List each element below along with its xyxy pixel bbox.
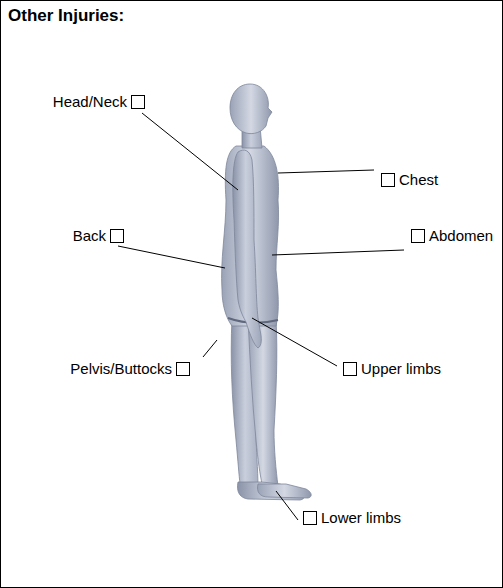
checkbox [304, 512, 317, 525]
checkbox [412, 230, 425, 243]
leader-line [118, 246, 225, 268]
leader-line [278, 170, 374, 173]
leader-line [142, 113, 238, 190]
body-region-label: Lower limbs [320, 509, 402, 527]
checkbox [132, 96, 145, 109]
checkbox [177, 363, 190, 376]
body-region-label: Chest [398, 171, 439, 189]
body-region-label: Upper limbs [360, 360, 442, 378]
leader-line [203, 340, 217, 357]
checkbox [382, 174, 395, 187]
body-region-label: Back [72, 227, 107, 245]
leader-line [252, 318, 337, 366]
checkboxes [111, 96, 425, 525]
body-region-label: Abdomen [428, 227, 494, 245]
leader-lines [118, 113, 404, 520]
form-title: Other Injuries: [7, 6, 125, 26]
leader-line [272, 250, 404, 255]
body-region-label: Head/Neck [52, 93, 128, 111]
checkbox [344, 363, 357, 376]
body-region-label: Pelvis/Buttocks [69, 360, 173, 378]
human-figure [222, 84, 312, 500]
leader-line [276, 491, 298, 520]
checkbox [111, 230, 124, 243]
